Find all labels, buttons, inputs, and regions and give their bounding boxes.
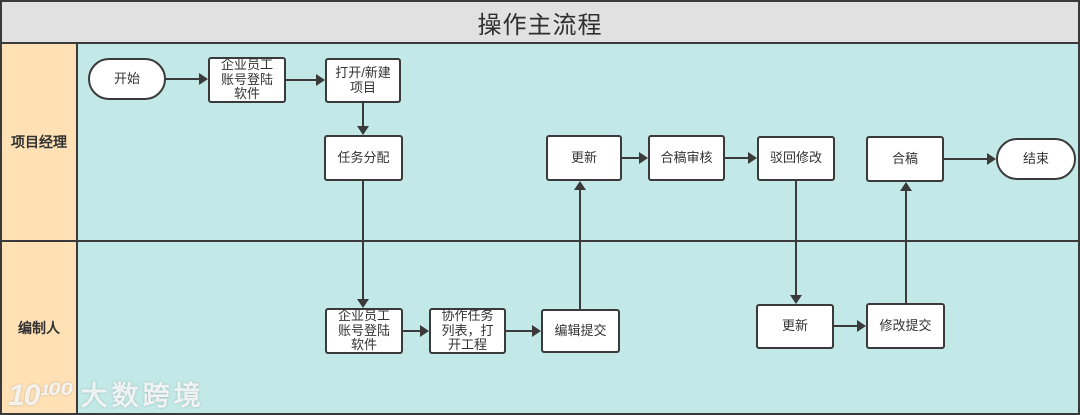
edge-taskassign-loginauthor-line: [362, 181, 364, 299]
page-title: 操作主流程: [477, 11, 603, 39]
edge-start-loginpm-line: [166, 78, 199, 80]
lane-label-project-manager: 项目经理: [2, 44, 76, 242]
edge-openproject-taskassign-arrowhead: [357, 126, 369, 135]
node-task-assign: 任务分配: [324, 135, 403, 181]
node-login-pm: 企业员工账号登陆软件: [208, 57, 286, 103]
edge-reject-updateauthor-arrowhead: [790, 295, 802, 304]
edge-editsubmit-updatepm-arrowhead: [574, 181, 586, 190]
title-bar: 操作主流程: [2, 2, 1078, 44]
node-update-pm: 更新: [546, 135, 622, 181]
edge-taskassign-loginauthor-arrowhead: [357, 299, 369, 308]
edge-openproject-taskassign-line: [362, 103, 364, 126]
node-update-author: 更新: [756, 304, 834, 349]
edge-loginauthor-tasklist-line: [403, 330, 420, 332]
edge-merge-end-line: [944, 158, 987, 160]
node-open-project: 打开/新建项目: [325, 58, 401, 103]
edge-tasklist-editsubmit-line: [506, 330, 532, 332]
edge-loginpm-openproject-line: [286, 79, 316, 81]
node-merge: 合稿: [866, 136, 944, 182]
node-edit-submit: 编辑提交: [541, 309, 620, 353]
edge-updateauthor-modifysubmit-arrowhead: [857, 320, 866, 332]
node-modify-submit: 修改提交: [866, 303, 945, 349]
edge-tasklist-editsubmit-arrowhead: [532, 325, 541, 337]
edge-loginauthor-tasklist-arrowhead: [420, 325, 429, 337]
edge-start-loginpm-arrowhead: [199, 73, 208, 85]
node-reject-modify: 驳回修改: [757, 136, 835, 181]
edge-updateauthor-modifysubmit-line: [834, 325, 857, 327]
edge-modifysubmit-merge-arrowhead: [900, 182, 912, 191]
edge-mergereview-reject-arrowhead: [748, 152, 757, 164]
edge-updatepm-mergereview-line: [622, 157, 639, 159]
edge-reject-updateauthor-line: [795, 181, 797, 295]
lane-label-author: 编制人: [18, 319, 60, 336]
edge-editsubmit-updatepm-line: [579, 190, 581, 309]
node-end: 结束: [996, 138, 1076, 180]
node-merge-review: 合稿审核: [648, 135, 725, 181]
edge-loginpm-openproject-arrowhead: [316, 74, 325, 86]
edge-updatepm-mergereview-arrowhead: [639, 152, 648, 164]
edge-mergereview-reject-line: [725, 157, 748, 159]
lane-divider-line: [78, 240, 1078, 242]
node-login-author: 企业员工账号登陆软件: [325, 308, 403, 354]
node-task-list: 协作任务列表，打开工程: [429, 308, 506, 354]
edge-modifysubmit-merge-line: [905, 191, 907, 303]
node-start: 开始: [88, 58, 166, 100]
swimlane-label-column: 项目经理 编制人: [2, 44, 78, 413]
edge-merge-end-arrowhead: [987, 153, 996, 165]
